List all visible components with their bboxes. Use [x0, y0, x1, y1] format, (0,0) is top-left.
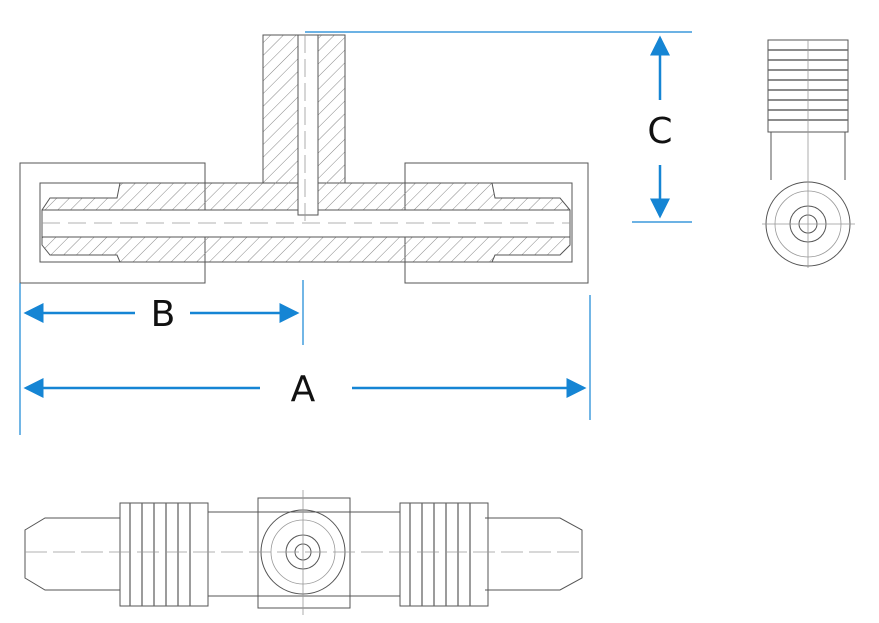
section-view — [19, 34, 589, 284]
dimension-b: B — [19, 280, 591, 435]
vertical-bore — [297, 34, 319, 216]
dimension-a-label: A — [291, 369, 316, 410]
bottom-view — [24, 490, 583, 615]
dimension-c: C — [305, 31, 692, 223]
dimension-b-label: B — [151, 294, 176, 335]
dimension-c-label: C — [647, 111, 672, 152]
side-view — [762, 39, 855, 268]
dimension-a: A — [23, 369, 587, 410]
